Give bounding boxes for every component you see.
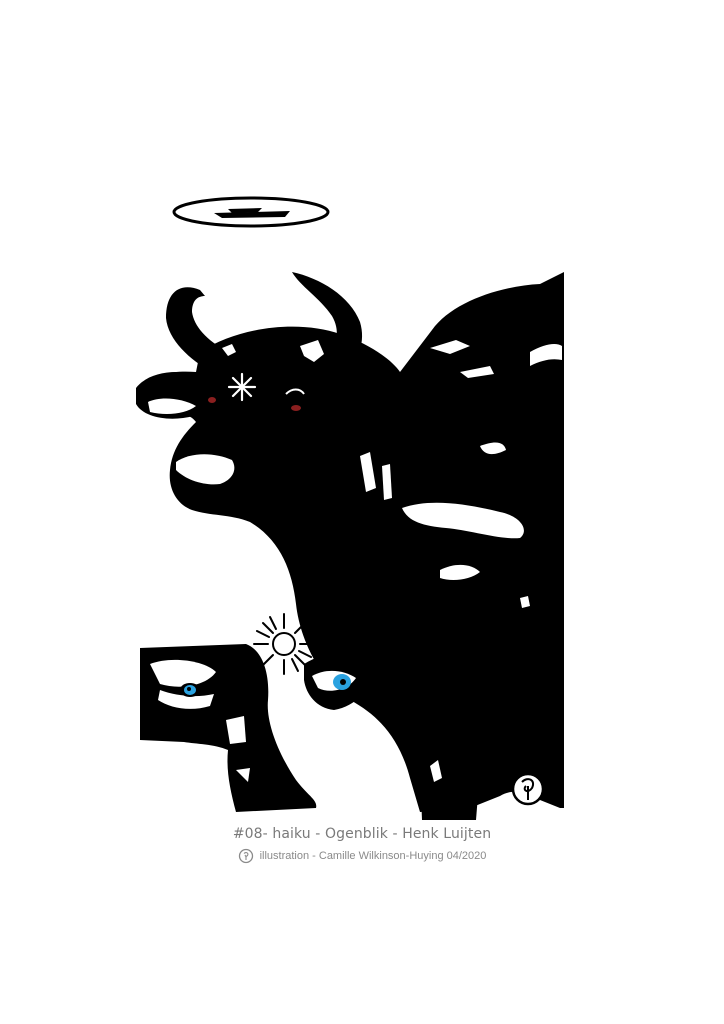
signature-logo-icon xyxy=(238,848,253,864)
cow-highlights xyxy=(148,340,562,782)
credit-text: illustration - Camille Wilkinson-Huying … xyxy=(259,850,487,862)
cow-eye xyxy=(208,388,306,412)
caption-title: #08- haiku - Ogenblik - Henk Luijten xyxy=(232,826,492,842)
face-silhouette xyxy=(140,644,372,812)
signature-logo-icon xyxy=(511,772,545,806)
halo-icon xyxy=(172,196,330,228)
sun-icon xyxy=(253,613,315,675)
credit-line: illustration - Camille Wilkinson-Huying … xyxy=(0,848,724,864)
star-icon xyxy=(227,372,257,402)
